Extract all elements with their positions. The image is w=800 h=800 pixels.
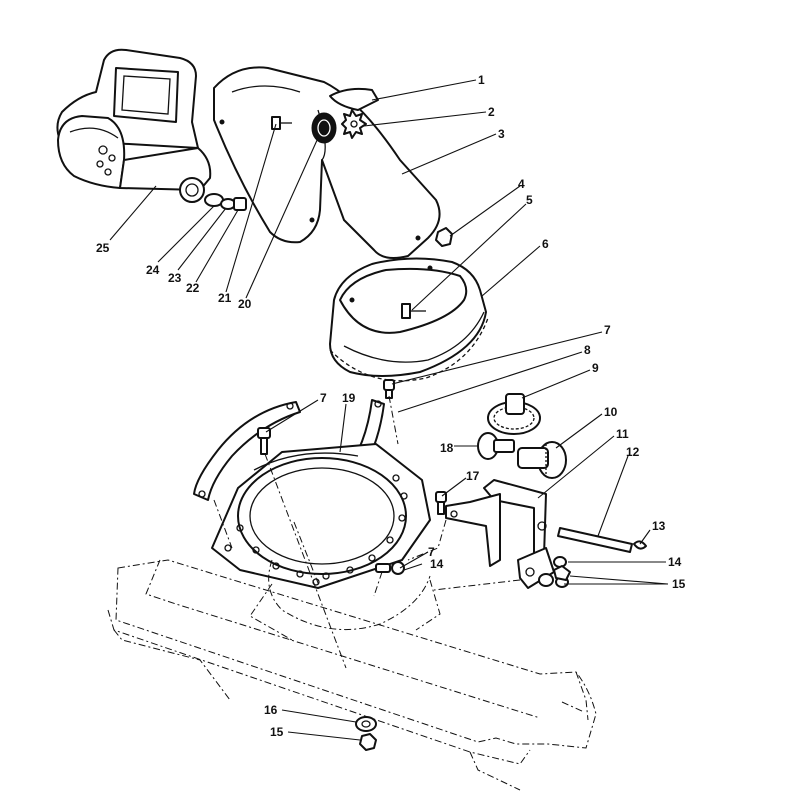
callout-1: 1	[478, 73, 485, 87]
pinion-gear	[477, 432, 515, 460]
callout-14-flange: 14	[430, 557, 444, 571]
callout-7-strap: 7	[320, 391, 327, 405]
bracket-shaft	[557, 527, 633, 553]
bevel-gear	[487, 393, 541, 435]
callout-5: 5	[526, 193, 533, 207]
star-washer	[341, 109, 367, 139]
chute-clip	[329, 87, 379, 111]
callout-7-ring: 7	[604, 323, 611, 337]
chute-nut	[435, 227, 453, 247]
chute-cap-hardware	[204, 193, 247, 211]
ring-bolt	[383, 379, 395, 399]
assembly-alignment-lines	[213, 395, 521, 669]
callout-2: 2	[488, 105, 495, 119]
worm-gear	[517, 441, 567, 479]
bracket-hardware	[538, 556, 571, 588]
bottom-nut	[359, 733, 377, 751]
callout-21: 21	[218, 291, 232, 305]
flange-bolt	[375, 561, 405, 575]
callout-15-bracket: 15	[672, 577, 686, 591]
callout-24: 24	[146, 263, 160, 277]
chute-deflector-cap	[56, 48, 212, 203]
callout-6: 6	[542, 237, 549, 251]
callout-8: 8	[584, 343, 591, 357]
callout-13: 13	[652, 519, 666, 533]
callout-10: 10	[604, 405, 618, 419]
chute-base-ring	[329, 257, 489, 382]
bottom-washer	[355, 716, 377, 732]
callout-23: 23	[168, 271, 182, 285]
callout-7-flange: 7	[428, 545, 435, 559]
callout-12: 12	[626, 445, 640, 459]
auger-housing	[107, 559, 597, 791]
callout-18: 18	[440, 441, 454, 455]
callout-16: 16	[264, 703, 278, 717]
leader-lines	[109, 79, 669, 741]
callout-4: 4	[518, 177, 525, 191]
callout-9: 9	[592, 361, 599, 375]
callout-14-bracket: 14	[668, 555, 682, 569]
upper-chute	[213, 66, 441, 259]
callout-3: 3	[498, 127, 505, 141]
callout-22: 22	[186, 281, 200, 295]
bracket-bolt	[435, 491, 447, 515]
chute-mount-flange	[211, 443, 431, 589]
callout-20: 20	[238, 297, 252, 311]
gear-bracket	[445, 479, 555, 589]
callout-17: 17	[466, 469, 480, 483]
callout-15-bottom: 15	[270, 725, 284, 739]
callout-11: 11	[616, 427, 629, 441]
shaft-clip	[633, 540, 647, 550]
callout-25: 25	[96, 241, 110, 255]
callout-labels: 1 2 3 4 5 6 7 8 9 10 11 12 13 14 15 7 19…	[96, 73, 686, 739]
callout-19: 19	[342, 391, 356, 405]
strap-bolt	[257, 427, 271, 455]
